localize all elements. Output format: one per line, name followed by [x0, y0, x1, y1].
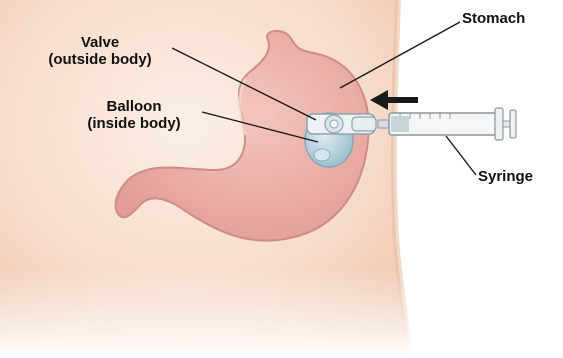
label-valve-line1: Valve: [30, 34, 170, 51]
label-syringe: Syringe: [478, 168, 533, 185]
syringe-icon: [378, 108, 516, 140]
label-balloon-line2: (inside body): [64, 115, 204, 132]
label-valve: Valve (outside body): [30, 34, 170, 68]
label-balloon-line1: Balloon: [64, 98, 204, 115]
label-valve-line2: (outside body): [30, 51, 170, 68]
label-stomach: Stomach: [462, 10, 525, 27]
label-balloon: Balloon (inside body): [64, 98, 204, 132]
